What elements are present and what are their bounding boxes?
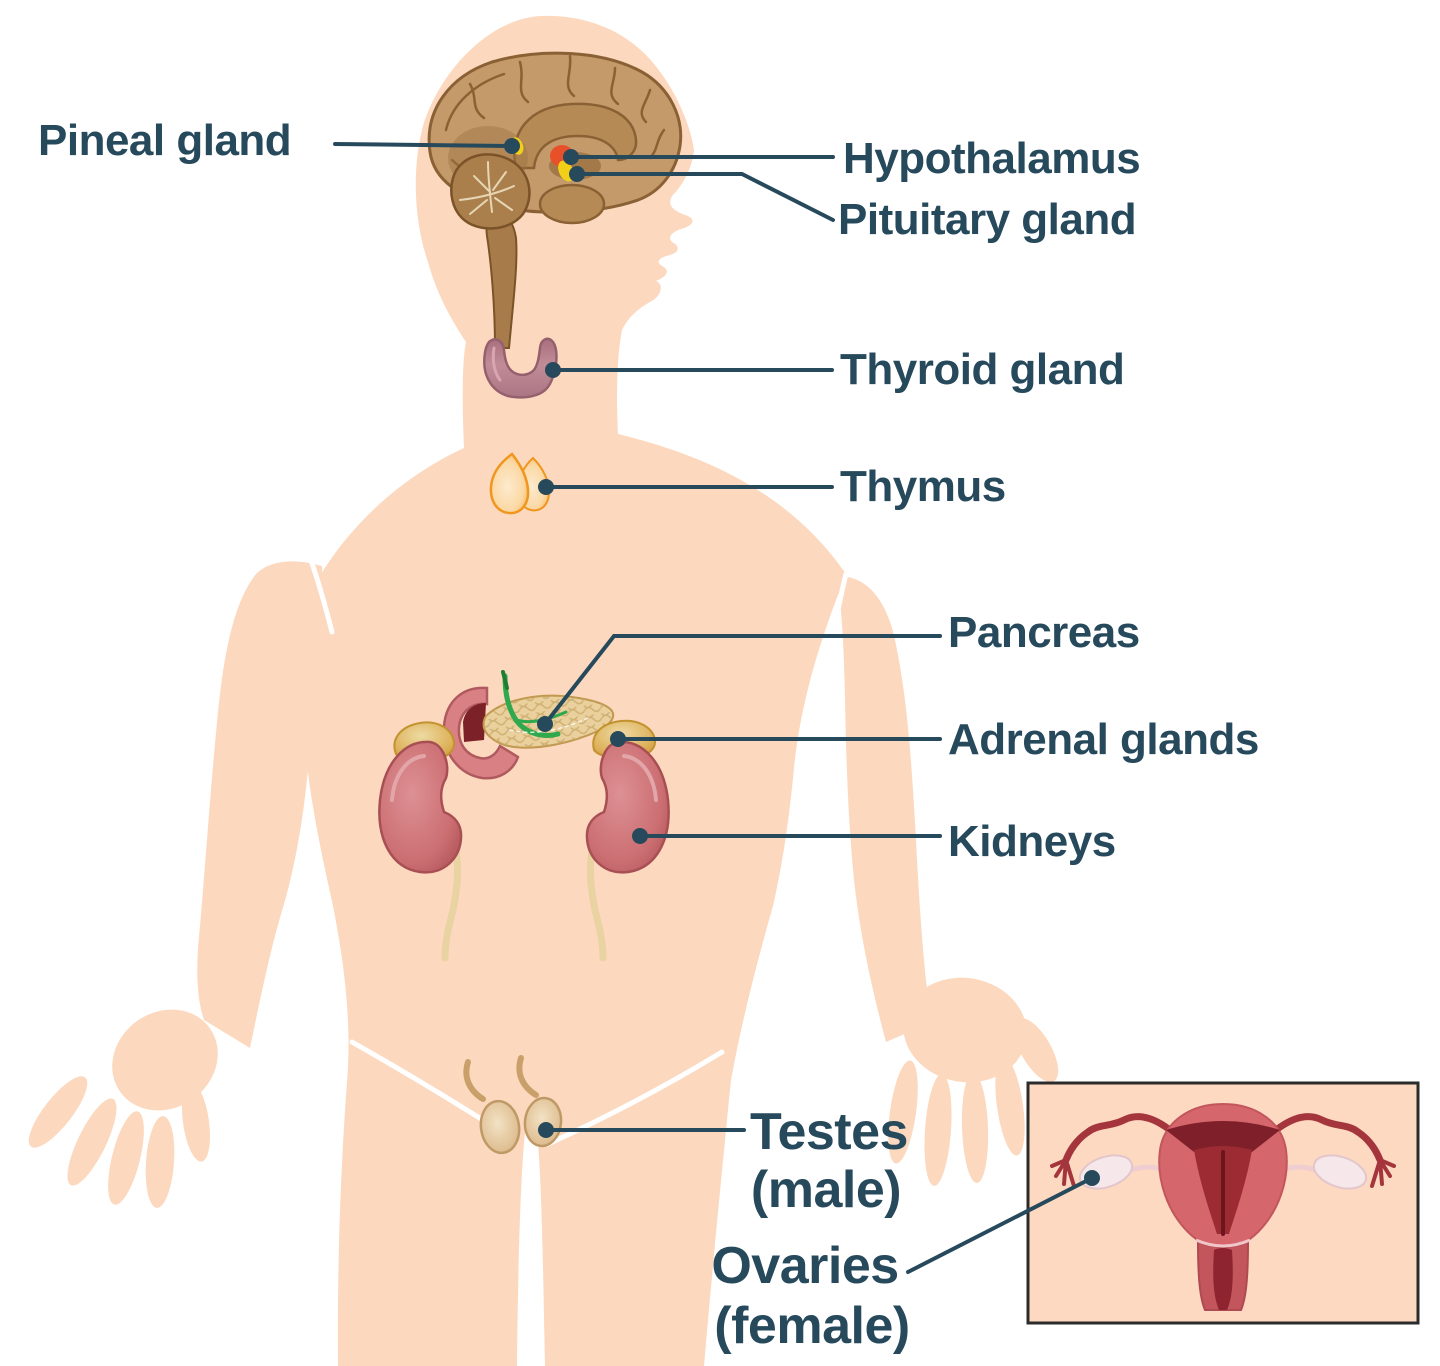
kidneys-group <box>378 719 670 962</box>
label-adrenal-glands: Adrenal glands <box>948 715 1259 764</box>
pancreas-dot <box>537 716 553 732</box>
label-pineal-gland: Pineal gland <box>38 116 292 165</box>
label-ovaries-line1: Ovaries <box>711 1237 899 1295</box>
left-hand <box>28 1009 218 1208</box>
right-hand <box>888 977 1059 1186</box>
corpus-callosum <box>513 102 638 170</box>
body-silhouette <box>28 15 1059 1366</box>
pineal-dot <box>504 138 520 154</box>
testes-dot <box>538 1122 554 1138</box>
ovaries-inset <box>1026 1081 1420 1325</box>
pineal-leader-line <box>333 142 514 148</box>
kidneys-dot <box>632 828 648 844</box>
fallopian-tubes <box>1050 1113 1396 1188</box>
thyroid-organ <box>483 337 558 399</box>
label-thymus: Thymus <box>840 462 1006 511</box>
label-pancreas: Pancreas <box>948 608 1140 657</box>
label-kidneys: Kidneys <box>948 817 1116 866</box>
duodenum-interior <box>463 703 486 742</box>
adrenal-dot <box>610 731 626 747</box>
pituitary-dot <box>569 166 585 182</box>
cerebellum-branches <box>459 161 515 215</box>
label-thyroid-gland: Thyroid gland <box>840 345 1125 394</box>
left-arm <box>197 561 322 1048</box>
label-hypothalamus: Hypothalamus <box>843 134 1141 183</box>
label-testes-line2: (male) <box>750 1161 902 1219</box>
leader-dots <box>504 138 1100 1186</box>
ovary-right <box>1312 1154 1368 1190</box>
thyroid-dot <box>545 362 561 378</box>
label-pituitary-gland: Pituitary gland <box>838 195 1137 244</box>
right-arm <box>838 576 932 1042</box>
ovaries-dot <box>1084 1170 1100 1186</box>
label-ovaries-line2: (female) <box>714 1297 910 1355</box>
uterine-cavity <box>1166 1121 1280 1152</box>
temporal-lobe <box>538 183 606 225</box>
ovaries-leader-line <box>906 1176 1094 1274</box>
thymus-dot <box>538 479 554 495</box>
pituitary-leader-line <box>575 172 835 222</box>
pancreas-leader-line <box>543 634 942 726</box>
hypothalamus-dot <box>563 149 579 165</box>
label-testes-line1: Testes <box>750 1103 908 1161</box>
